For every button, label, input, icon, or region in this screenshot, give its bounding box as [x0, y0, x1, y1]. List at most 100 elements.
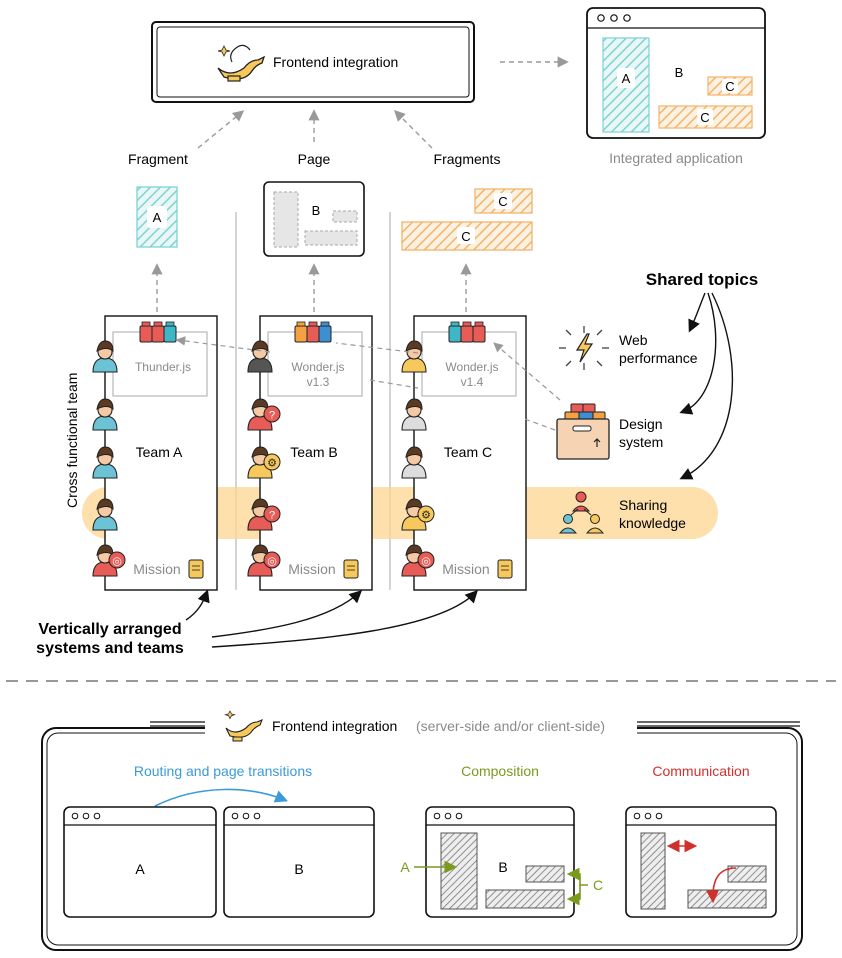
mission-label: Mission — [133, 561, 180, 577]
column-heading-fragment: Fragment — [128, 151, 188, 167]
mission-label: Mission — [288, 561, 335, 577]
routing-page-a-window — [63, 806, 217, 918]
column-heading-fragments: Fragments — [434, 151, 501, 167]
page-b: B — [263, 181, 365, 257]
team-name: Team C — [444, 444, 492, 460]
team-member-avatar: ? — [247, 498, 281, 531]
library-name: Wonder.js — [445, 360, 498, 374]
team-member-avatar: ⚙ — [401, 498, 435, 531]
team-column: Thunder.js ◎ Team A Mission — [92, 315, 218, 591]
library-version: v1.4 — [461, 375, 484, 389]
svg-text:◎: ◎ — [112, 556, 122, 568]
topic-web-line2: performance — [619, 350, 698, 366]
lego-blocks-icon — [448, 321, 486, 343]
mission-label: Mission — [442, 561, 489, 577]
topic-knowledge-line2: knowledge — [619, 515, 686, 531]
bottom-integration-title: Frontend integration — [272, 718, 397, 734]
cross-functional-team-label: Cross functional team — [64, 373, 80, 508]
library-name: Thunder.js — [135, 360, 191, 374]
team-member-avatar — [401, 446, 427, 479]
scroll-icon — [188, 559, 204, 579]
topic-design-line1: Design — [619, 416, 663, 432]
svg-text:⚙: ⚙ — [421, 510, 431, 522]
svg-text:B: B — [312, 203, 321, 218]
team-member-avatar: ◎ — [92, 544, 126, 577]
team-member-avatar — [92, 398, 118, 431]
integrated-application-label: Integrated application — [609, 150, 743, 166]
vertical-caption-line1: Vertically arranged — [38, 621, 181, 638]
composition-b-label: B — [498, 859, 507, 875]
lego-blocks-icon — [139, 321, 177, 343]
fragments-to-integration-arrow — [394, 110, 433, 149]
svg-text:C: C — [700, 110, 709, 125]
team-member-avatar — [401, 398, 427, 431]
people-icon — [558, 491, 605, 534]
topic-web-line1: Web — [619, 332, 648, 348]
routing-label: Routing and page transitions — [134, 763, 312, 779]
svg-text:⚙: ⚙ — [267, 458, 277, 470]
team-member-avatar — [92, 446, 118, 479]
svg-text:C: C — [725, 79, 734, 94]
team-member-avatar — [247, 340, 273, 373]
fragment-a: A — [136, 186, 178, 248]
team-member-avatar — [401, 340, 427, 373]
communication-window — [625, 806, 777, 918]
team-name: Team A — [136, 444, 183, 460]
app-page-b: B — [675, 65, 684, 80]
library-box — [112, 331, 208, 397]
composition-a-label: A — [400, 859, 410, 875]
team-member-avatar: ? — [247, 398, 281, 431]
caption-arrow-a — [185, 589, 210, 621]
team-member-avatar — [92, 340, 118, 373]
team-member-avatar: ⚙ — [247, 446, 281, 479]
shared-topics-arrow — [688, 292, 706, 333]
topic-design-line2: system — [619, 434, 663, 450]
wonder-version-link — [335, 342, 419, 354]
communication-label: Communication — [652, 763, 749, 779]
routing-page-b-window — [223, 806, 375, 918]
svg-text:C: C — [498, 194, 507, 209]
frontend-integration-box: Frontend integration — [151, 21, 475, 103]
shared-topics-arrow — [679, 292, 717, 415]
design-system-link — [521, 417, 556, 431]
lightning-icon — [559, 326, 609, 370]
svg-text:?: ? — [269, 510, 275, 522]
library-box — [267, 331, 363, 397]
shared-topics-title: Shared topics — [646, 270, 758, 289]
team-member-avatar: ◎ — [247, 544, 281, 577]
team-name: Team B — [290, 444, 337, 460]
caption-arrow-b — [211, 590, 363, 638]
svg-text:A: A — [622, 71, 631, 86]
composition-c-arrow — [566, 867, 588, 886]
routing-page-b-label: B — [294, 861, 303, 877]
team-member-avatar — [92, 498, 118, 531]
svg-text:◎: ◎ — [421, 556, 431, 568]
composition-c-arrow — [566, 885, 581, 906]
team-member-avatar: ◎ — [401, 544, 435, 577]
shared-topics-arrow — [679, 292, 734, 480]
magic-lamp-icon — [217, 44, 266, 82]
svg-text:◎: ◎ — [267, 556, 277, 568]
column-heading-page: Page — [298, 151, 331, 167]
topic-knowledge-line1: Sharing — [619, 497, 667, 513]
library-version: v1.3 — [307, 375, 330, 389]
scroll-icon — [497, 559, 513, 579]
caption-arrow-c — [211, 589, 478, 648]
routing-page-a-label: A — [135, 861, 145, 877]
scroll-icon — [343, 559, 359, 579]
svg-text:A: A — [153, 210, 162, 225]
routing-transition-arrow — [154, 788, 288, 807]
composition-window — [425, 806, 575, 918]
integrated-application-window: A B C C — [586, 7, 766, 139]
wonder-version-link-2 — [369, 379, 419, 389]
library-name: Wonder.js — [291, 360, 344, 374]
bottom-integration-subtitle: (server-side and/or client-side) — [416, 718, 605, 734]
communication-arrow — [706, 867, 737, 904]
lego-blocks-icon — [294, 321, 332, 343]
fragments-c: C C — [401, 188, 533, 251]
box-icon — [556, 403, 610, 460]
fragment-to-integration-arrow — [197, 110, 245, 149]
